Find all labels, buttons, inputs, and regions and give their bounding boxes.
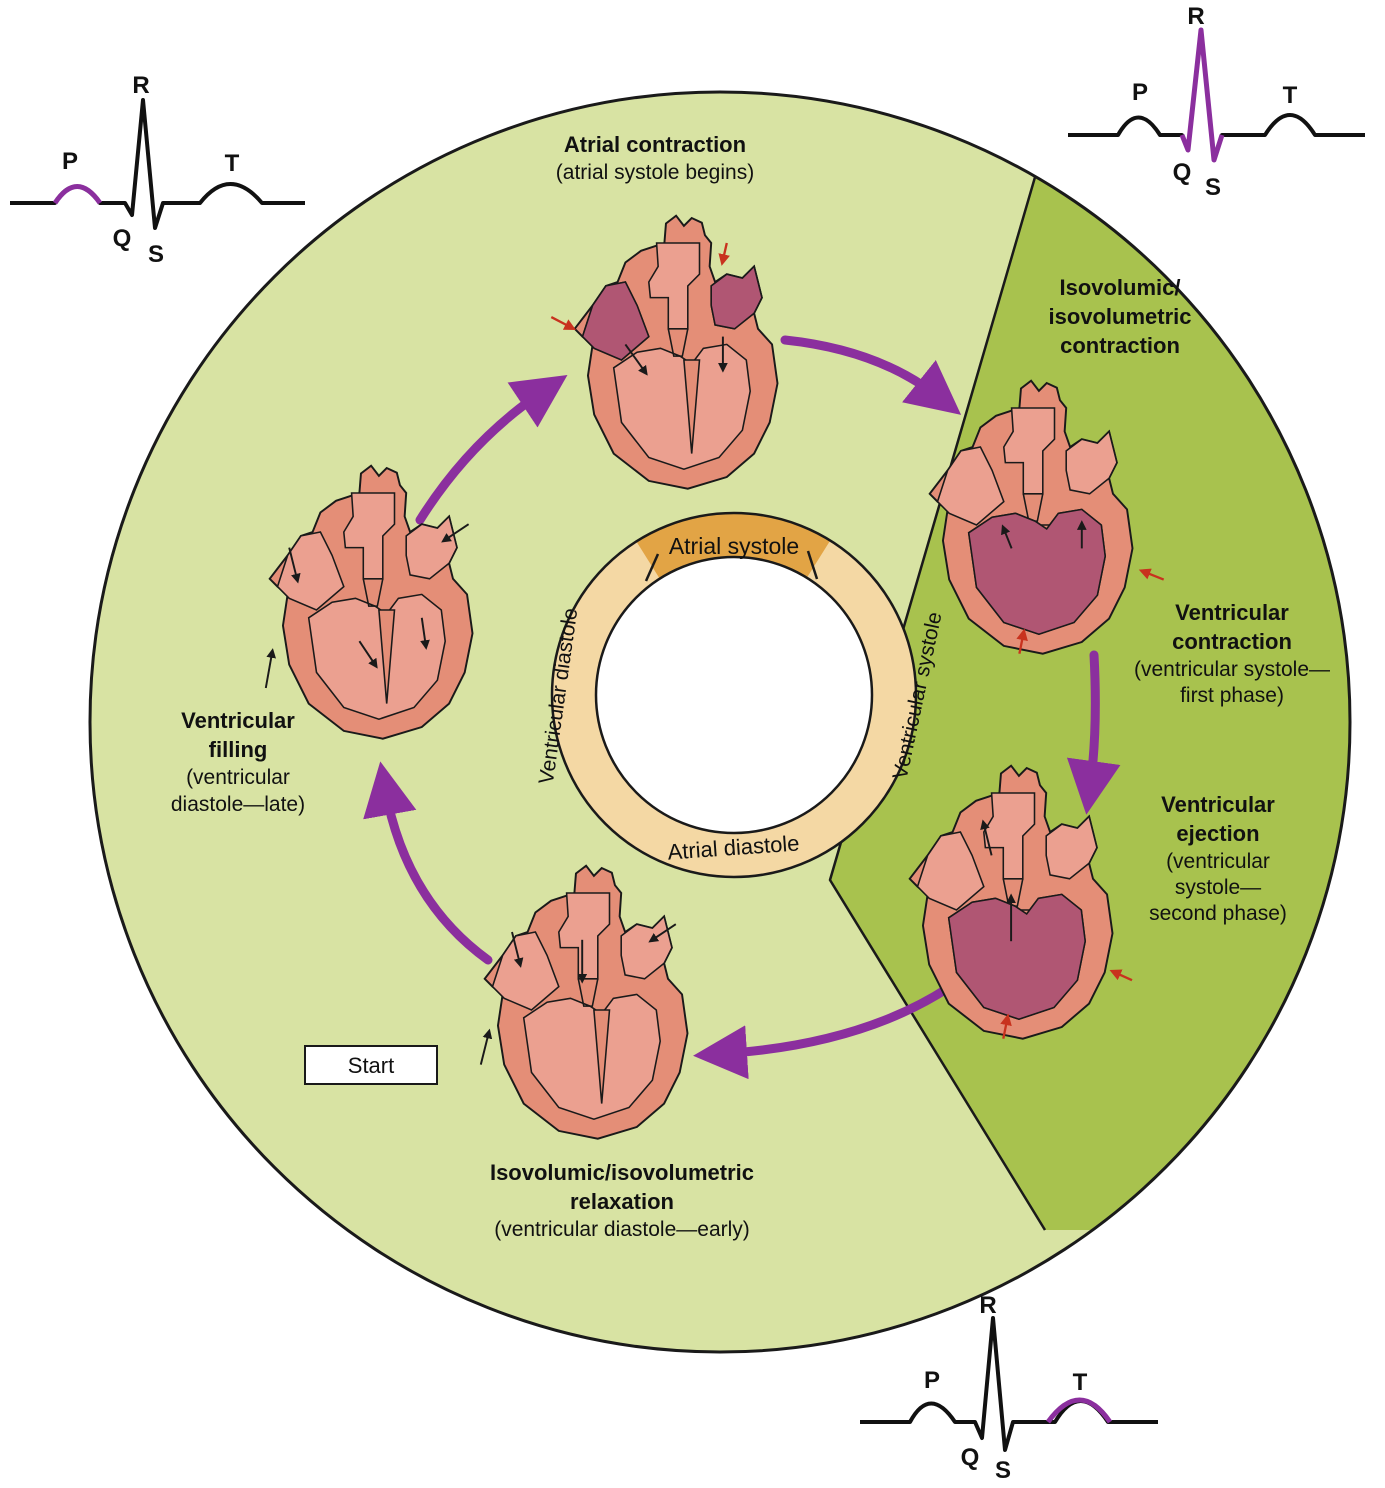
ring-divider-right bbox=[806, 550, 819, 580]
label-isovolumic-relaxation: Isovolumic/isovolumetric relaxation (ven… bbox=[490, 1160, 754, 1241]
ventricular-filling-title-2: filling bbox=[209, 737, 268, 762]
ventricular-contraction-sub-1: (ventricular systole— bbox=[1134, 658, 1330, 681]
label-isovolumic-contraction: Isovolumic/ isovolumetric contraction bbox=[1048, 275, 1191, 358]
heart-isovolumic-relaxation bbox=[479, 864, 689, 1140]
isovolumic-relaxation-title-1: Isovolumic/isovolumetric bbox=[490, 1160, 754, 1185]
ventricular-ejection-sub-3: second phase) bbox=[1149, 902, 1287, 925]
isovolumic-relaxation-sub: (ventricular diastole—early) bbox=[494, 1218, 750, 1241]
ecg-top-left: P R Q S T bbox=[10, 72, 305, 268]
ventricular-ejection-sub-2: systole— bbox=[1175, 876, 1261, 899]
ecg-bottom-trace bbox=[860, 1316, 1158, 1452]
ecg-top-left-p: P bbox=[62, 148, 78, 175]
ecg-bottom: P R Q S T bbox=[860, 1292, 1158, 1484]
ecg-top-right-r: R bbox=[1187, 3, 1204, 30]
label-ventricular-ejection: Ventricular ejection (ventricular systol… bbox=[1149, 792, 1287, 925]
ecg-bottom-highlight bbox=[1045, 1397, 1113, 1424]
ventricular-contraction-title-1: Ventricular bbox=[1175, 600, 1289, 625]
isovolumic-contraction-title-2: isovolumetric bbox=[1048, 304, 1191, 329]
ecg-bottom-p: P bbox=[924, 1367, 940, 1394]
heart-ventricular-filling bbox=[264, 464, 474, 740]
heart-ventricular-ejection bbox=[908, 764, 1133, 1040]
cycle-arrow-3 bbox=[693, 983, 953, 1080]
ecg-top-right-t: T bbox=[1283, 82, 1298, 109]
ecg-top-right-highlight bbox=[1179, 27, 1225, 163]
ecg-top-right: P R Q S T bbox=[1068, 3, 1365, 201]
ring-outer-edge bbox=[550, 511, 918, 879]
heart-atrial-contraction bbox=[550, 214, 779, 490]
cycle-arrow-1 bbox=[780, 335, 962, 415]
systole-boundary bbox=[828, 159, 1047, 1231]
label-ventricular-contraction: Ventricular contraction (ventricular sys… bbox=[1134, 600, 1330, 707]
isovolumic-contraction-title-1: Isovolumic/ bbox=[1059, 275, 1180, 300]
ecg-bottom-q: Q bbox=[961, 1444, 980, 1471]
ecg-top-right-p: P bbox=[1132, 79, 1148, 106]
ventricular-ejection-title-2: ejection bbox=[1176, 821, 1259, 846]
ecg-top-left-q: Q bbox=[113, 225, 132, 252]
ecg-top-left-t: T bbox=[225, 150, 240, 177]
ventricular-filling-sub-2: diastole—late) bbox=[171, 793, 305, 816]
heart-isovolumic-contraction bbox=[928, 379, 1165, 655]
ventricular-filling-title-1: Ventricular bbox=[181, 708, 295, 733]
isovolumic-contraction-title-3: contraction bbox=[1060, 333, 1180, 358]
ecg-top-left-highlight bbox=[52, 184, 103, 205]
ecg-top-right-s: S bbox=[1205, 174, 1221, 201]
ring-label-atrial-systole: Atrial systole bbox=[669, 533, 799, 559]
ecg-top-left-s: S bbox=[148, 241, 164, 268]
ecg-bottom-s: S bbox=[995, 1457, 1011, 1484]
start-label: Start bbox=[348, 1053, 394, 1078]
ventricular-contraction-title-2: contraction bbox=[1172, 629, 1292, 654]
cycle-arrow-2 bbox=[1066, 650, 1121, 815]
phase-ring: Atrial systole Atrial diastole Ventricul… bbox=[535, 511, 947, 879]
atrial-contraction-sub: (atrial systole begins) bbox=[556, 161, 754, 184]
ventricular-contraction-sub-2: first phase) bbox=[1180, 684, 1284, 707]
ventricular-ejection-sub-1: (ventricular bbox=[1166, 850, 1270, 873]
disc-outline bbox=[88, 90, 1352, 1354]
cycle-arrow-4 bbox=[363, 761, 493, 965]
atrial-contraction-title: Atrial contraction bbox=[564, 132, 746, 157]
ring-divider-left bbox=[644, 553, 660, 582]
ecg-top-right-q: Q bbox=[1173, 159, 1192, 186]
ring-inner-hole bbox=[594, 555, 874, 835]
ecg-bottom-r: R bbox=[979, 1292, 996, 1319]
ecg-bottom-t: T bbox=[1073, 1369, 1088, 1396]
ring-atrial-systole-segment bbox=[636, 513, 830, 579]
label-ventricular-filling: Ventricular filling (ventricular diastol… bbox=[171, 708, 305, 816]
cycle-arrows bbox=[363, 335, 1121, 1080]
isovolumic-relaxation-title-2: relaxation bbox=[570, 1189, 674, 1214]
start-box: Start bbox=[304, 1045, 438, 1085]
ecg-top-left-trace bbox=[10, 98, 305, 230]
ecg-top-right-trace bbox=[1068, 28, 1365, 162]
label-atrial-contraction: Atrial contraction (atrial systole begin… bbox=[556, 132, 754, 184]
ecg-top-left-r: R bbox=[132, 72, 149, 99]
ventricular-ejection-title-1: Ventricular bbox=[1161, 792, 1275, 817]
ventricular-filling-sub-1: (ventricular bbox=[186, 766, 290, 789]
cycle-arrow-5 bbox=[415, 375, 568, 525]
